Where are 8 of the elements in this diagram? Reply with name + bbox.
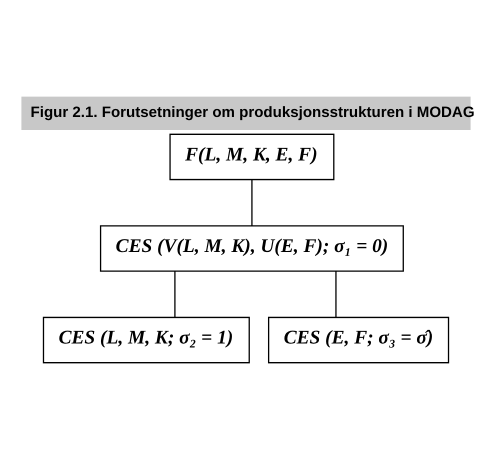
diagram-title: Figur 2.1. Forutsetninger om produksjonsstrukturen i MODAG — [30, 103, 475, 120]
node-box: CES (E, F; σ₃ = σ̂) — [268, 316, 450, 363]
node-box: CES (V(L, M, K), U(E, F); σ₁ = 0) — [100, 224, 404, 272]
node-box: F(L, M, K, E, F) — [169, 133, 334, 180]
connector — [335, 270, 337, 317]
connector — [251, 179, 253, 226]
node-box: CES (L, M, K; σ₂ = 1) — [42, 316, 250, 363]
connector — [174, 270, 176, 317]
